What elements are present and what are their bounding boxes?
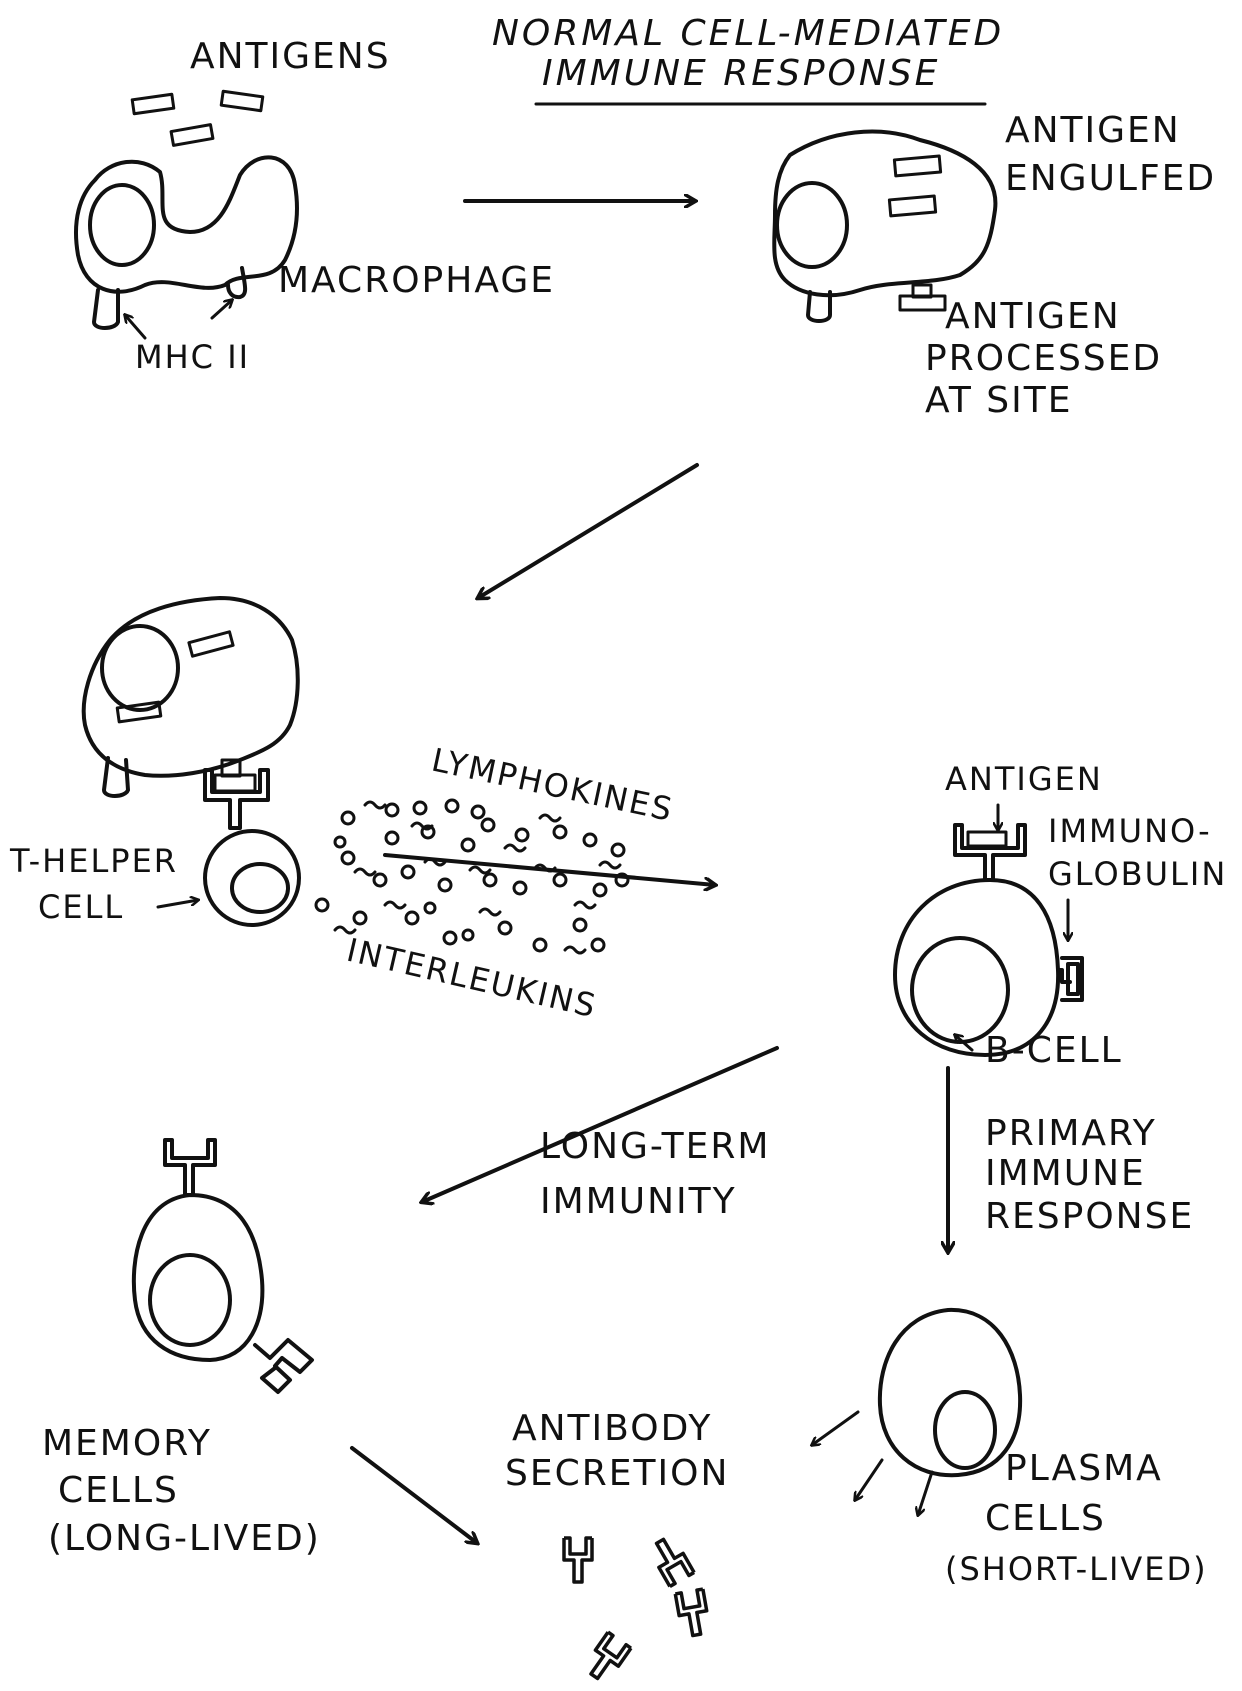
antigen-particle xyxy=(132,94,174,113)
t-helper-label-1: T-HELPER xyxy=(9,842,178,880)
b-cell-stage: ANTIGEN IMMUNO- GLOBULIN B-CELL xyxy=(895,760,1227,1071)
primary-label-3: RESPONSE xyxy=(985,1196,1194,1237)
memory-label-1: MEMORY xyxy=(42,1423,212,1464)
title-line-1: NORMAL CELL-MEDIATED xyxy=(492,13,1004,54)
antigen-b-label: ANTIGEN xyxy=(945,760,1103,798)
b-cell xyxy=(895,880,1058,1055)
antibody xyxy=(564,1538,592,1582)
immuno-label-2: GLOBULIN xyxy=(1048,855,1227,893)
plasma-label-3: (SHORT-LIVED) xyxy=(945,1550,1208,1588)
antibody xyxy=(648,1534,694,1586)
plasma-label-1: PLASMA xyxy=(1005,1448,1163,1489)
engulfed-label-2: ENGULFED xyxy=(1005,158,1216,199)
arrow-long-term xyxy=(422,1048,777,1202)
engulfed-label-1: ANTIGEN xyxy=(1005,110,1181,151)
b-cell-label: B-CELL xyxy=(985,1030,1123,1071)
macrophage-stage: ANTIGENS MACROPHAGE MHC II xyxy=(76,36,555,376)
t-helper-stage: T-HELPER CELL LYMPHOKINES INTERLEUKI xyxy=(9,598,715,1025)
presenting-macrophage xyxy=(84,598,298,776)
memory-cell-stage: MEMORY CELLS (LONG-LIVED) xyxy=(42,1140,321,1559)
processed-label-3: AT SITE xyxy=(925,380,1072,421)
macrophage-cell xyxy=(76,157,297,291)
arrow-memory-secretion xyxy=(352,1448,477,1543)
title-block: NORMAL CELL-MEDIATED IMMUNE RESPONSE xyxy=(492,13,1004,104)
title-line-2: IMMUNE RESPONSE xyxy=(542,53,940,94)
mhc-pointer-arrow xyxy=(125,315,145,338)
antigen-particle xyxy=(171,125,213,146)
t-helper-pointer-arrow xyxy=(158,900,198,907)
plasma-cell-stage: PLASMA CELLS (SHORT-LIVED) xyxy=(812,1310,1208,1588)
antigen-particle xyxy=(889,196,935,216)
engulfed-macrophage xyxy=(774,132,995,296)
processed-label-2: PROCESSED xyxy=(925,338,1162,379)
plasma-cell-nucleus xyxy=(935,1392,995,1468)
immunoglobulin xyxy=(1062,958,1082,1000)
processed-label-1: ANTIGEN xyxy=(945,296,1121,337)
memory-label-2: CELLS xyxy=(58,1470,179,1511)
t-helper-nucleus xyxy=(232,864,288,912)
antibody xyxy=(583,1632,631,1684)
plasma-cell xyxy=(880,1310,1020,1475)
antibody-secretion: ANTIBODY SECRETION xyxy=(505,1408,729,1684)
arrow-present xyxy=(478,465,697,598)
mhc-receptor xyxy=(94,290,118,328)
immuno-label-1: IMMUNO- xyxy=(1048,812,1212,850)
plasma-label-2: CELLS xyxy=(985,1498,1106,1539)
antigens-label: ANTIGENS xyxy=(190,36,391,77)
secretion-arrow xyxy=(918,1472,932,1515)
lymphokines-label: LYMPHOKINES xyxy=(428,741,677,829)
antigen-particle xyxy=(894,156,940,176)
t-helper-label-2: CELL xyxy=(38,888,124,926)
secretion-arrow xyxy=(812,1412,858,1445)
long-term-label-2: IMMUNITY xyxy=(540,1181,737,1222)
interleukins-label: INTERLEUKINS xyxy=(343,931,601,1026)
antibody xyxy=(675,1589,710,1637)
memory-cell-receptor xyxy=(255,1340,312,1392)
memory-cell-nucleus xyxy=(150,1255,230,1345)
mhc-pointer-arrow xyxy=(212,300,232,318)
memory-label-3: (LONG-LIVED) xyxy=(48,1518,321,1559)
engulfed-stage: ANTIGEN ENGULFED ANTIGEN PROCESSED AT SI… xyxy=(774,110,1216,421)
cytokine-cloud xyxy=(316,800,628,953)
arrow-activate-b-cell xyxy=(385,855,715,885)
macrophage-nucleus xyxy=(102,626,178,710)
macrophage-nucleus xyxy=(90,185,154,265)
primary-label-1: PRIMARY xyxy=(985,1113,1157,1154)
antibody-label-1: ANTIBODY xyxy=(512,1408,712,1449)
macrophage-label: MACROPHAGE xyxy=(278,260,555,301)
antigen-particle xyxy=(221,91,263,110)
engulfed-nucleus xyxy=(777,183,847,267)
bound-antigen xyxy=(968,832,1006,846)
mhc-label: MHC II xyxy=(135,338,250,376)
secretion-arrow xyxy=(855,1460,882,1500)
primary-label-2: IMMUNE xyxy=(985,1153,1146,1194)
long-term-label-1: LONG-TERM xyxy=(540,1126,770,1167)
antibody-label-2: SECRETION xyxy=(505,1453,729,1494)
memory-cell-receptor xyxy=(165,1140,215,1195)
b-cell-nucleus xyxy=(912,938,1008,1042)
antigen-particle xyxy=(189,632,233,656)
